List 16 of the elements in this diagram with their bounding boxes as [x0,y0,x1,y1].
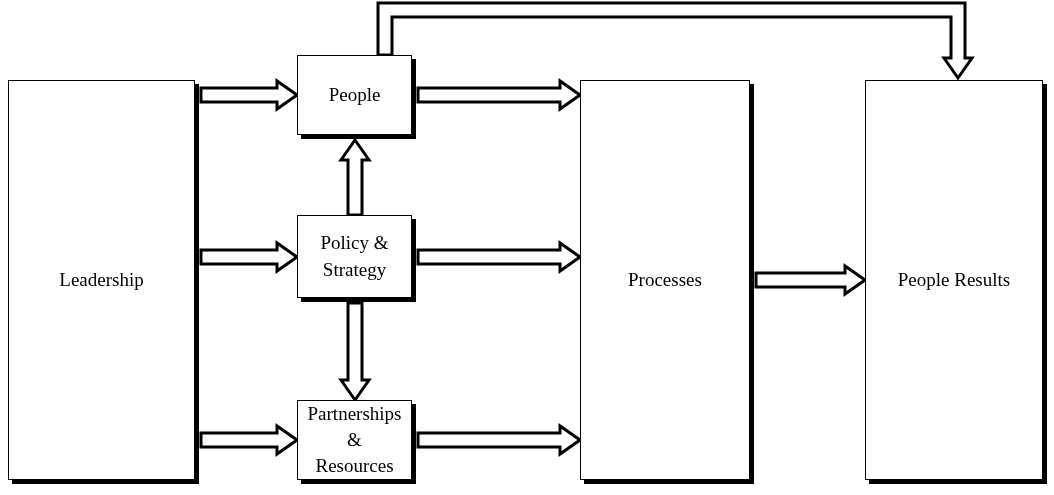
box-label: Partnerships & Resources [306,401,403,479]
block-arrow [376,1,975,81]
block-arrow [199,240,300,274]
block-arrow [416,240,583,274]
block-arrow [754,263,868,297]
box-label: Processes [628,267,702,292]
box-label: Leadership [59,267,144,292]
block-arrow [199,423,300,457]
block-arrow [416,78,583,112]
block-arrow [338,137,372,217]
box-label: People Results [897,267,1011,292]
block-arrow [416,423,583,457]
box-label: People [328,82,381,107]
box-label: Policy & Strategy [319,231,390,282]
block-arrow [199,78,300,112]
block-arrow [338,301,372,403]
